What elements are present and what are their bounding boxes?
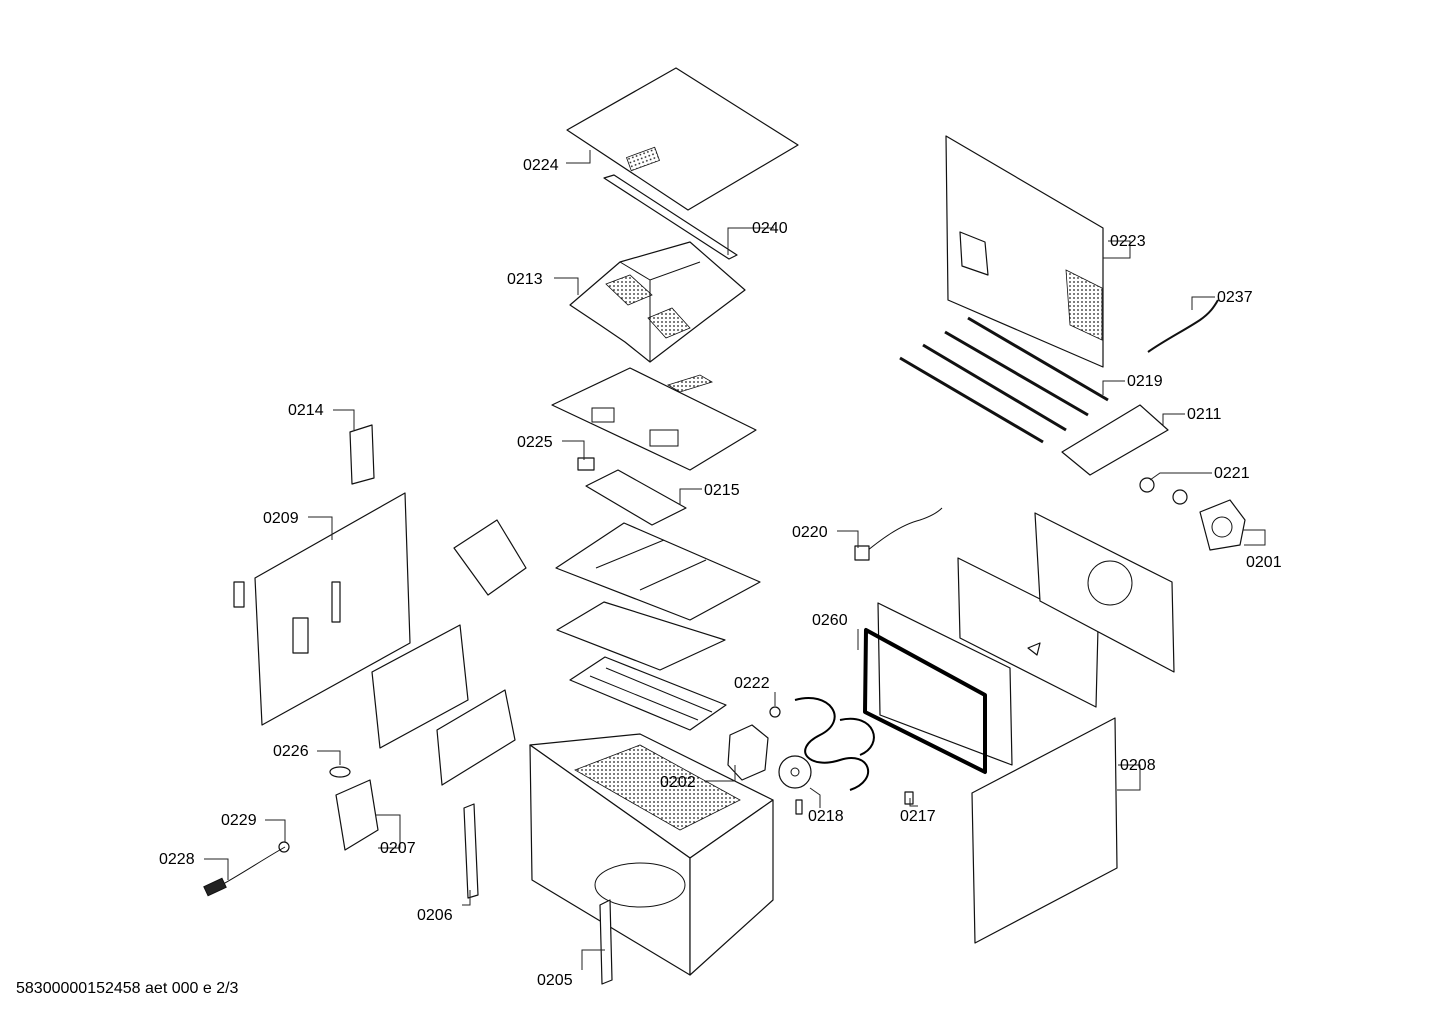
callout-0228: 0228 xyxy=(159,851,195,868)
part-thermostat xyxy=(769,706,781,718)
part-cable-box xyxy=(335,779,379,851)
callout-0240: 0240 xyxy=(752,220,788,237)
callout-0205: 0205 xyxy=(537,972,573,989)
callout-0202: 0202 xyxy=(660,774,696,791)
callout-0217: 0217 xyxy=(900,808,936,825)
callout-0215: 0215 xyxy=(704,482,740,499)
part-front-strip xyxy=(599,899,613,985)
callout-0211: 0211 xyxy=(1187,406,1222,423)
callout-0222: 0222 xyxy=(734,675,770,692)
callout-0207: 0207 xyxy=(380,840,416,857)
callout-0220: 0220 xyxy=(792,524,828,541)
part-air-duct xyxy=(569,241,746,363)
part-fan-motor xyxy=(1199,499,1246,551)
callout-0225: 0225 xyxy=(517,434,553,451)
part-cable-harness xyxy=(1147,299,1219,353)
part-sensor-cable xyxy=(854,507,943,561)
part-upper-plate xyxy=(551,367,757,471)
leader-lines xyxy=(204,150,1266,970)
callout-0229: 0229 xyxy=(221,812,257,829)
callout-0214: 0214 xyxy=(288,402,324,419)
part-oven-cavity xyxy=(529,733,774,976)
part-heater-rods xyxy=(899,316,1109,444)
callout-0237: 0237 xyxy=(1217,289,1253,306)
callout-0218: 0218 xyxy=(808,808,844,825)
callout-0224: 0224 xyxy=(523,157,559,174)
part-door-gasket xyxy=(863,628,987,774)
part-side-strip xyxy=(463,803,479,899)
part-magnetron xyxy=(727,724,769,781)
part-front-rail xyxy=(603,174,738,260)
callout-0219: 0219 xyxy=(1127,373,1163,390)
part-top-cover xyxy=(566,67,799,211)
callout-0223: 0223 xyxy=(1110,233,1146,250)
part-left-side-panel xyxy=(233,492,411,726)
part-right-outer-panel xyxy=(971,717,1118,944)
part-power-cable xyxy=(203,846,286,897)
part-side-bracket xyxy=(349,424,375,485)
part-control-board xyxy=(585,469,687,526)
callout-0213: 0213 xyxy=(507,271,543,288)
part-door-panel xyxy=(957,512,1175,708)
callout-0221: 0221 xyxy=(1214,465,1250,482)
callout-0206: 0206 xyxy=(417,907,453,924)
callout-0208: 0208 xyxy=(1120,757,1156,774)
callout-0209: 0209 xyxy=(263,510,299,527)
part-deflector xyxy=(453,519,527,596)
document-id: 58300000152458 aet 000 e 2/3 xyxy=(16,980,239,997)
part-fan-wheel xyxy=(778,755,812,815)
callout-0260: 0260 xyxy=(812,612,848,629)
part-insulation-plate xyxy=(556,601,726,671)
part-left-frame xyxy=(371,624,516,786)
part-clip xyxy=(329,766,351,778)
part-rear-panel xyxy=(945,135,1104,368)
part-bearing xyxy=(1139,477,1188,505)
part-sensor xyxy=(904,791,914,805)
part-rod-bracket xyxy=(1061,404,1169,476)
part-heating-element xyxy=(794,697,875,791)
callout-0201: 0201 xyxy=(1246,554,1282,571)
part-lower-tray xyxy=(569,656,727,731)
callout-0226: 0226 xyxy=(273,743,309,760)
part-switch xyxy=(577,457,595,471)
part-inner-door xyxy=(877,602,1013,766)
part-middle-shelf xyxy=(555,522,761,621)
